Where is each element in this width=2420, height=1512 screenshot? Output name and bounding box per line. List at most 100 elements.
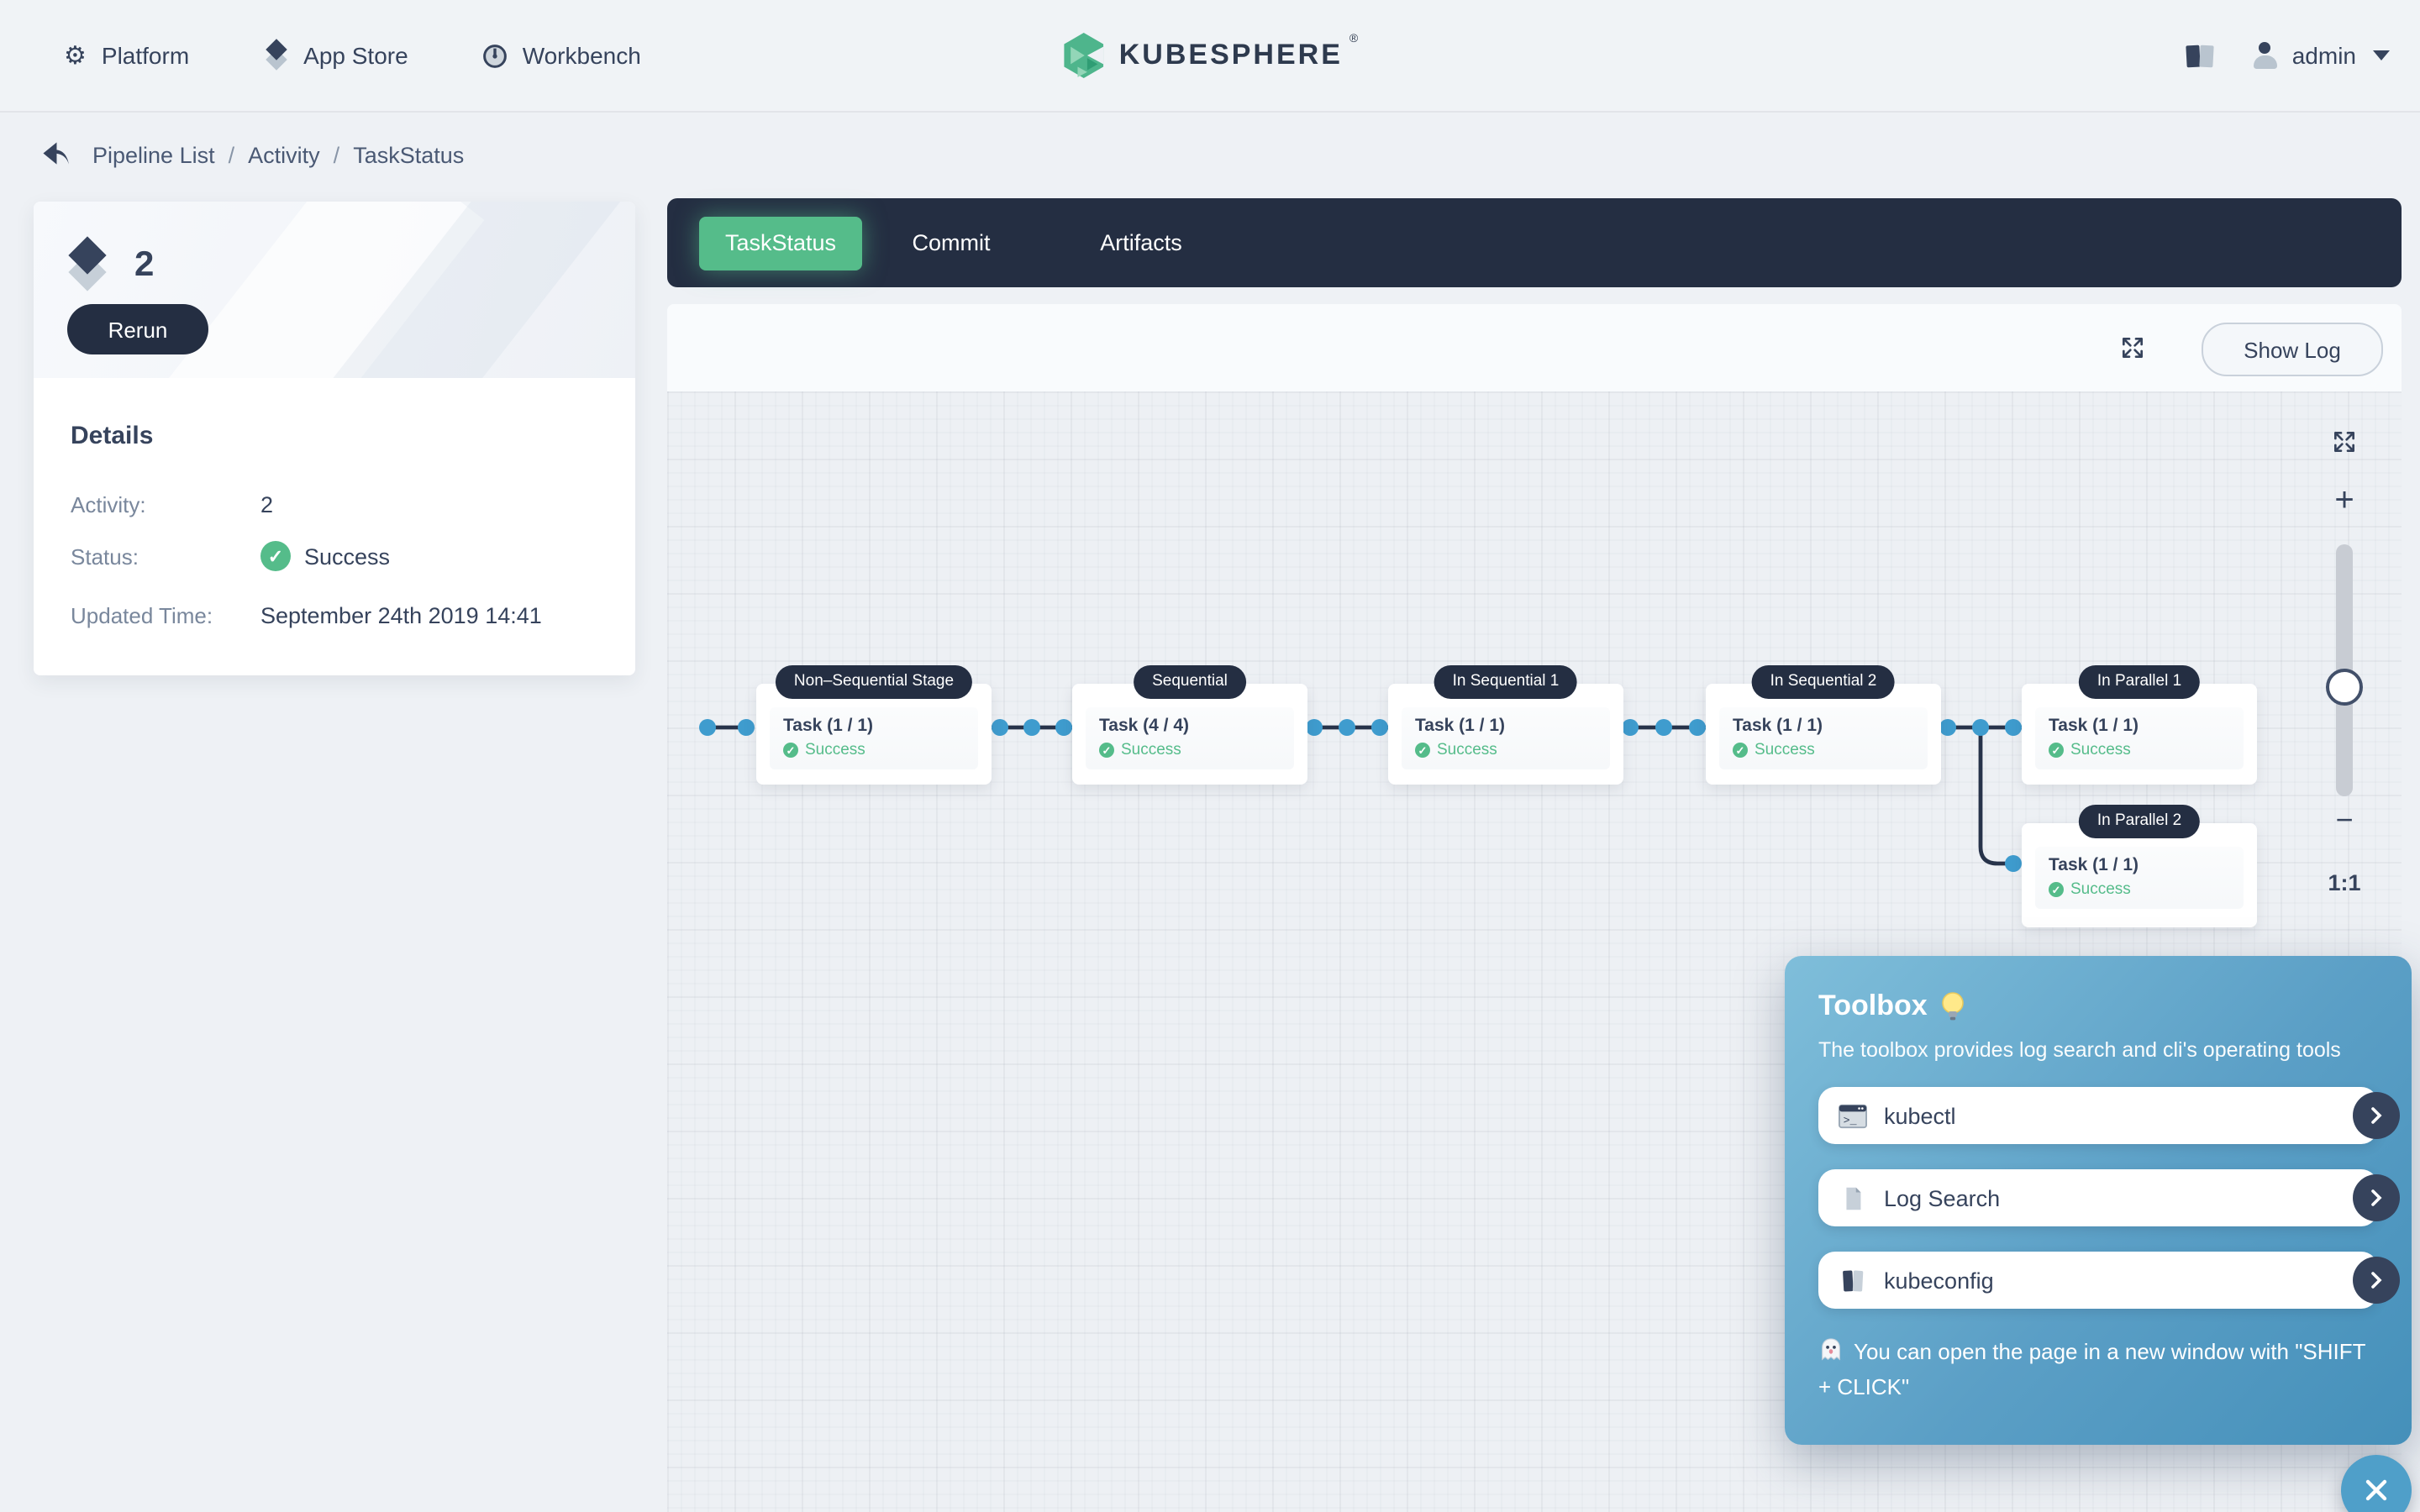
nav-item-label: Platform [101,42,190,69]
zoom-in-button[interactable]: + [2334,482,2354,519]
nav-item-label: App Store [303,42,408,69]
task-status: Success [1733,741,1914,759]
task-title: Task (1 / 1) [783,716,873,736]
show-log-button[interactable]: Show Log [2202,323,2383,376]
detail-row-updated-time: Updated Time: September 24th 2019 14:41 [71,598,542,632]
stacked-diamonds-icon [67,236,111,291]
task-status-text: Success [805,741,865,759]
task-box[interactable]: Task (4 / 4) Success [1086,707,1294,769]
task-status: Success [783,741,965,759]
stage-label: In Parallel 2 [2078,805,2201,837]
field-label: Status: [71,543,139,569]
open-tool-button[interactable] [2353,1174,2400,1221]
stage-card-sequential[interactable]: Sequential Task (4 / 4) Success [1072,665,1307,785]
task-title: Task (1 / 1) [2049,855,2139,875]
close-x-icon [2365,1479,2387,1501]
back-arrow-icon[interactable] [40,141,71,168]
nav-item-workbench[interactable]: Workbench [482,42,641,69]
bulb-icon [1941,992,1964,1021]
field-label: Activity: [71,491,146,517]
top-nav: ⚙ Platform App Store Workbench [0,0,2420,113]
user-name: admin [2291,42,2356,69]
breadcrumb-separator: / [228,142,235,167]
fullscreen-icon[interactable] [2119,334,2146,361]
breadcrumb-pipeline-list[interactable]: Pipeline List [92,142,215,167]
gauge-icon [482,44,507,67]
task-status-text: Success [1754,741,1815,759]
open-tool-button[interactable] [2353,1092,2400,1139]
nav-item-platform[interactable]: ⚙ Platform [64,42,189,69]
task-box[interactable]: Task (1 / 1) Success [2035,847,2244,909]
toolbox-hint-text: You can open the page in a new window wi… [1818,1339,2366,1400]
stage-card-in-sequential-1[interactable]: In Sequential 1 Task (1 / 1) Success [1388,665,1623,785]
open-book-icon [1843,1269,1864,1291]
task-box[interactable]: Task (1 / 1) Success [1402,707,1610,769]
tool-kubeconfig[interactable]: kubeconfig [1818,1252,2400,1309]
logo-text: KUBESPHERE [1118,39,1343,71]
open-tool-button[interactable] [2353,1257,2400,1304]
toolbox-close-button[interactable] [2341,1455,2412,1512]
task-title: Task (1 / 1) [1733,716,1823,736]
task-status: Success [1099,741,1281,759]
nav-item-app-store[interactable]: App Store [263,38,408,70]
breadcrumb-separator: / [333,142,340,167]
tab-commit[interactable]: Commit [912,230,991,255]
book-icon[interactable] [2185,43,2215,68]
zoom-slider[interactable] [2326,544,2363,796]
tool-label: kubeconfig [1884,1268,1994,1293]
zoom-ratio-button[interactable]: 1:1 [2328,870,2361,895]
details-title: Details [71,422,154,450]
zoom-out-button[interactable]: − [2335,803,2354,837]
stage-label: In Sequential 1 [1434,665,1578,698]
task-box[interactable]: Task (1 / 1) Success [1719,707,1928,769]
task-status-text: Success [2070,880,2131,899]
field-label: Updated Time: [71,602,213,627]
stage-card-in-sequential-2[interactable]: In Sequential 2 Task (1 / 1) Success [1706,665,1941,785]
chevron-right-icon [2371,1107,2382,1124]
tool-log-search[interactable]: Log Search [1818,1169,2400,1226]
task-title: Task (4 / 4) [1099,716,1189,736]
logo[interactable]: KUBESPHERE ® [1062,0,1359,111]
stage-label: In Parallel 1 [2078,665,2201,698]
activity-number: 2 [134,245,155,284]
svg-text:>_: >_ [1844,1114,1857,1126]
stage-card-in-parallel-1[interactable]: In Parallel 1 Task (1 / 1) Success [2022,665,2257,785]
activity-summary-card: 2 Rerun Details Activity: 2 Status: Succ… [34,202,635,675]
zoom-slider-handle[interactable] [2326,669,2363,706]
nav-right: admin [2185,0,2420,111]
field-value: September 24th 2019 14:41 [260,602,542,627]
check-icon [1415,743,1430,758]
user-menu[interactable]: admin [2252,42,2390,69]
chevron-down-icon [2373,50,2390,60]
task-box[interactable]: Task (1 / 1) Success [2035,707,2244,769]
detail-row-activity: Activity: 2 [71,487,273,521]
task-status: Success [2049,880,2230,899]
toolbox-subtitle: The toolbox provides log search and cli'… [1818,1038,2341,1062]
tab-taskstatus[interactable]: TaskStatus [699,216,862,270]
breadcrumb-activity[interactable]: Activity [248,142,320,167]
status-value: Success [260,541,390,571]
rerun-button[interactable]: Rerun [67,304,208,354]
tab-artifacts[interactable]: Artifacts [1100,230,1182,255]
detail-row-status: Status: Success [71,539,390,573]
task-status: Success [1415,741,1597,759]
task-box[interactable]: Task (1 / 1) Success [770,707,978,769]
chevron-right-icon [2371,1189,2382,1206]
logo-registered-mark: ® [1349,34,1359,45]
document-icon [1846,1186,1861,1210]
task-status-text: Success [1121,741,1181,759]
task-status: Success [2049,741,2230,759]
details-section: Details Activity: 2 Status: Success Upda… [34,378,635,675]
tool-kubectl[interactable]: >_ kubectl [1818,1087,2400,1144]
tool-label: kubectl [1884,1103,1956,1128]
check-icon [2049,743,2064,758]
ghost-icon [1822,1338,1840,1361]
toolbox-panel: Toolbox The toolbox provides log search … [1785,956,2412,1445]
stage-card-non-sequential[interactable]: Non–Sequential Stage Task (1 / 1) Succes… [756,665,992,785]
toolbox-hint: You can open the page in a new window wi… [1818,1334,2378,1406]
stage-label: Non–Sequential Stage [775,665,973,698]
fullscreen-icon[interactable] [2331,428,2358,455]
stage-card-in-parallel-2[interactable]: In Parallel 2 Task (1 / 1) Success [2022,805,2257,927]
gear-icon: ⚙ [64,39,87,70]
